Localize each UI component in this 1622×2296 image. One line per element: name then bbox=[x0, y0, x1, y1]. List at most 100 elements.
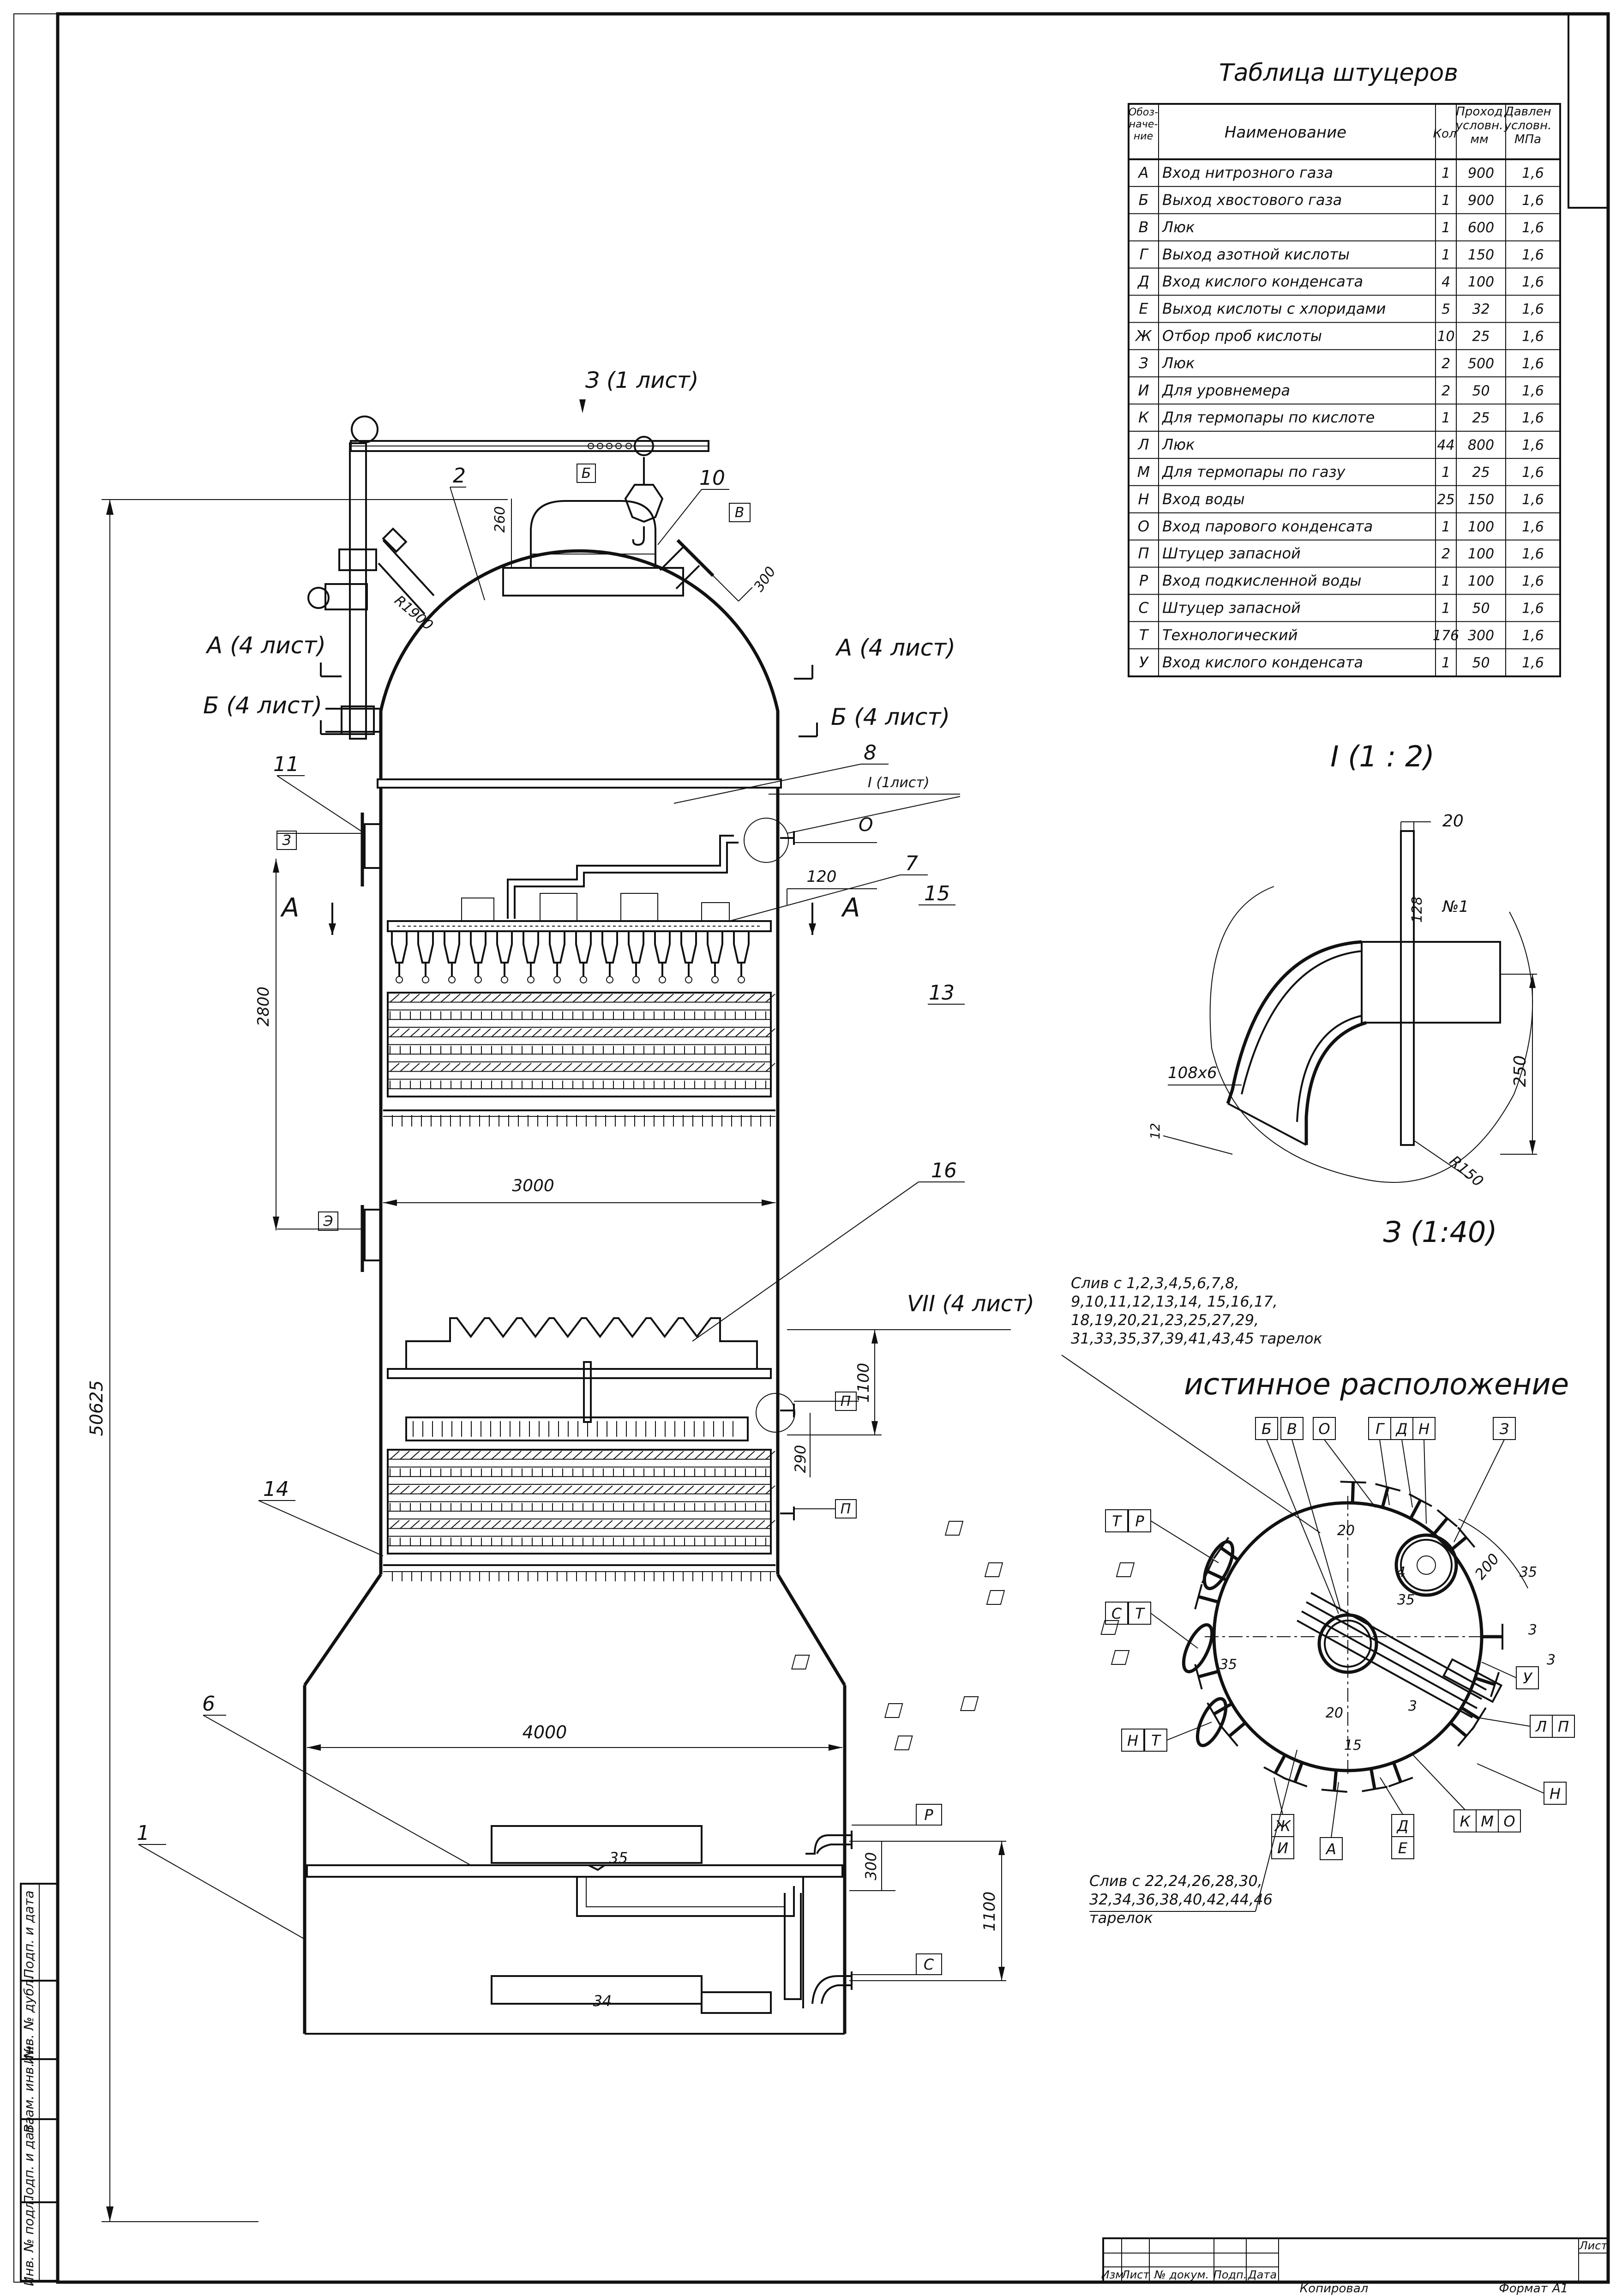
detail-dim-128: 128 bbox=[1409, 896, 1425, 922]
cell-name: Для уровнемера bbox=[1161, 381, 1290, 399]
callout-number: 8 bbox=[864, 741, 877, 765]
cell-pn: 1,6 bbox=[1522, 492, 1544, 508]
margin-stamp: Подп. и дата Инв. № дубл. Взам. инв. № П… bbox=[20, 1883, 59, 2286]
callout-number: 14 bbox=[263, 1477, 289, 1501]
label-a-mid-right: А bbox=[841, 893, 860, 923]
col-izm: Изм bbox=[1101, 2268, 1124, 2281]
bubble-cap bbox=[391, 931, 408, 983]
header-name: Наименование bbox=[1225, 123, 1346, 142]
cell-code: Т bbox=[1139, 626, 1149, 644]
cell-pn: 1,6 bbox=[1522, 356, 1544, 372]
bubble-cap bbox=[444, 931, 460, 983]
callout-13: 13 bbox=[928, 981, 965, 1005]
cell-pn: 1,6 bbox=[1522, 437, 1544, 453]
callout-7: 7 bbox=[729, 852, 928, 922]
tag-p-lower: П bbox=[841, 1501, 851, 1517]
plan-tag-n: Н bbox=[1121, 1729, 1144, 1752]
cell-qty: 5 bbox=[1442, 301, 1450, 318]
stamp-cell-1: Подп. и дата bbox=[21, 1891, 36, 1979]
callout-2: 2 bbox=[450, 464, 485, 601]
cell-qty: 1 bbox=[1442, 600, 1450, 616]
weld-number: 3 bbox=[1528, 1622, 1537, 1638]
cell-pn: 1,6 bbox=[1522, 519, 1544, 535]
cell-pn: 1,6 bbox=[1522, 410, 1544, 426]
plan-tag-zh: Ж bbox=[1271, 1814, 1294, 1837]
detail-circle-i bbox=[744, 818, 789, 863]
plan-tag-s: С bbox=[1105, 1602, 1128, 1625]
weld-symbol: 20 bbox=[944, 1521, 1355, 1539]
plan-tag-top-text: В bbox=[1287, 1420, 1297, 1438]
plan-nozzle-stub bbox=[1482, 1624, 1503, 1650]
tag-o-right: О bbox=[859, 814, 873, 836]
callout-10: 10 bbox=[657, 466, 729, 545]
header-qty: Кол bbox=[1433, 127, 1457, 141]
section-a-left: А (4 лист) bbox=[205, 632, 326, 659]
cell-code: В bbox=[1139, 218, 1149, 236]
plan-tag-m-text: М bbox=[1481, 1813, 1494, 1830]
col-list: Лист bbox=[1121, 2268, 1150, 2281]
cell-name: Вход воды bbox=[1162, 490, 1245, 508]
weld-symbol: 4 bbox=[984, 1562, 1406, 1580]
weld-number: 4 bbox=[1397, 1564, 1406, 1580]
dim-35: 35 bbox=[609, 1849, 628, 1867]
plan-nozzle-stub bbox=[1282, 1762, 1308, 1788]
plan-tag-t2-text: Т bbox=[1135, 1605, 1145, 1622]
bubble-cap bbox=[496, 931, 513, 983]
plan-tag-e-text: Е bbox=[1398, 1839, 1408, 1857]
weld-number: 20 bbox=[1326, 1705, 1343, 1721]
plan-nozzle-stub bbox=[1449, 1721, 1476, 1747]
cell-pn: 1,6 bbox=[1522, 328, 1544, 344]
plan-tag-i-text: И bbox=[1277, 1839, 1288, 1857]
plan-title: З (1:40) bbox=[1383, 1215, 1497, 1249]
cell-code: Н bbox=[1138, 490, 1149, 508]
cell-code: Ж bbox=[1135, 327, 1152, 344]
weld-symbol: 20 bbox=[884, 1703, 1343, 1721]
cell-qty: 1 bbox=[1442, 655, 1450, 671]
cell-name: Вход подкисленной воды bbox=[1162, 572, 1361, 590]
plan-tag-l-text: Л bbox=[1535, 1718, 1547, 1736]
plan-tag-i: И bbox=[1271, 1836, 1294, 1859]
cell-pn: 1,6 bbox=[1522, 165, 1544, 181]
cell-dn: 150 bbox=[1468, 247, 1494, 263]
dim-290: 290 bbox=[792, 1445, 809, 1473]
weld-symbol: 3 bbox=[960, 1696, 1417, 1714]
callout-16: 16 bbox=[692, 1159, 965, 1342]
bubble-cap bbox=[575, 931, 592, 983]
detail-dim-250: 250 bbox=[1511, 1055, 1530, 1087]
cell-qty: 1 bbox=[1442, 193, 1450, 209]
callout-number: 13 bbox=[929, 981, 955, 1005]
plan-nozzle-stub bbox=[1474, 1672, 1500, 1697]
plan-tag-zh-text: Ж bbox=[1274, 1817, 1292, 1835]
tag-z-upper: З bbox=[282, 832, 291, 849]
plan-tag-n-text: Н bbox=[1127, 1732, 1138, 1749]
copied-label: Копировал bbox=[1300, 2282, 1369, 2296]
cell-code: Л bbox=[1137, 436, 1149, 453]
dim-120: 120 bbox=[807, 868, 837, 886]
dim-1100-bottom: 1100 bbox=[980, 1892, 999, 1932]
cell-name: Для термопары по газу bbox=[1161, 463, 1346, 481]
plan-nozzle-stub bbox=[1408, 1493, 1432, 1519]
bubble-cap bbox=[417, 931, 434, 983]
plan-nozzle-stub bbox=[1220, 1721, 1247, 1747]
cell-dn: 25 bbox=[1472, 410, 1490, 426]
cell-pn: 1,6 bbox=[1522, 220, 1544, 236]
callout-8: 8 bbox=[673, 741, 889, 804]
callout-number: 16 bbox=[931, 1159, 957, 1182]
weld-symbol: 35 bbox=[986, 1590, 1415, 1608]
plan-nozzle-stub bbox=[1263, 1754, 1287, 1780]
tag-b-top: Б bbox=[582, 465, 591, 482]
bubble-cap bbox=[707, 931, 723, 983]
weld-number: 20 bbox=[1337, 1523, 1355, 1539]
cell-qty: 2 bbox=[1442, 356, 1450, 372]
plan-tag-top-text: Б bbox=[1262, 1420, 1272, 1438]
